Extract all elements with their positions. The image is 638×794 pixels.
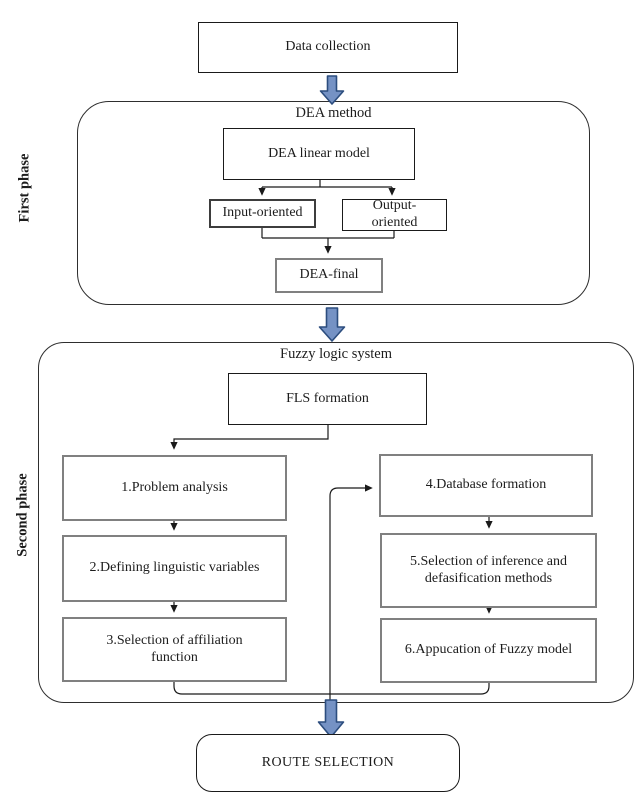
flow-arrow-down-icon [319, 75, 345, 105]
node-step-1-problem-analysis: 1.Problem analysis [62, 455, 287, 521]
node-data-collection: Data collection [198, 22, 458, 73]
node-dea-linear-model: DEA linear model [223, 128, 415, 180]
node-step-4-database-formation: 4.Database formation [379, 454, 593, 517]
node-step-6-label: 6.Appucation of Fuzzy model [404, 642, 573, 658]
node-route-selection-label: ROUTE SELECTION [261, 754, 395, 770]
first-phase-side-label: First phase [16, 153, 33, 223]
node-dea-final-label: DEA-final [299, 267, 359, 283]
node-step-6-fuzzy-model: 6.Appucation of Fuzzy model [380, 618, 597, 683]
node-dea-linear-model-label: DEA linear model [268, 145, 370, 161]
node-input-oriented-label: Input-oriented [222, 205, 303, 221]
node-input-oriented: Input-oriented [209, 199, 316, 228]
connector-step3-bracket [173, 682, 330, 695]
flow-arrow-down-icon [317, 699, 345, 738]
node-output-oriented: Output-oriented [342, 198, 447, 231]
node-fls-formation-label: FLS formation [286, 390, 369, 406]
connector-step6-bracket [330, 683, 490, 695]
node-dea-final: DEA-final [275, 258, 383, 293]
node-output-oriented-label: Output-oriented [371, 198, 418, 230]
node-step-2-label: 2.Defining linguistic variables [89, 560, 260, 576]
node-route-selection: ROUTE SELECTION [196, 734, 460, 792]
second-phase-side-label: Second phase [14, 473, 31, 557]
second-phase-title: Fuzzy logic system [280, 346, 392, 362]
node-step-5-label: 5.Selection of inference and defasificat… [409, 553, 568, 586]
node-step-3-affiliation-function: 3.Selection of affiliation function [62, 617, 287, 682]
node-step-5-inference-methods: 5.Selection of inference and defasificat… [380, 533, 597, 608]
first-phase-title: DEA method [295, 105, 372, 121]
connector-fls-to-step1 [170, 425, 329, 450]
node-step-4-label: 4.Database formation [425, 477, 547, 493]
node-step-2-linguistic-variables: 2.Defining linguistic variables [62, 535, 287, 602]
node-step-3-label: 3.Selection of affiliation function [106, 632, 243, 665]
node-step-1-label: 1.Problem analysis [121, 479, 228, 495]
flow-arrow-down-icon [318, 307, 346, 342]
connector-riser-to-step4 [329, 484, 373, 694]
node-fls-formation: FLS formation [228, 373, 427, 425]
node-data-collection-label: Data collection [285, 39, 371, 55]
